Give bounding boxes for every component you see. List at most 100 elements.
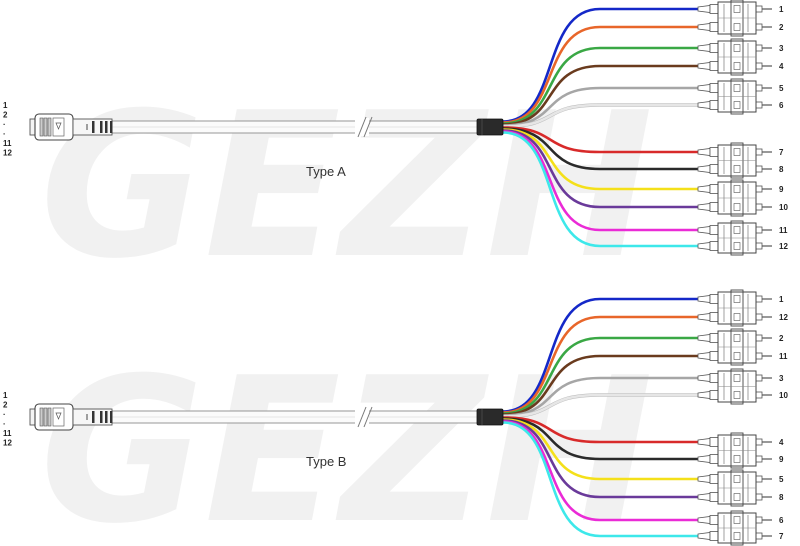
lc-polarity-window (733, 493, 741, 501)
lc-polarity-window (733, 532, 741, 540)
lc-polarity-window (733, 295, 741, 303)
mpo-connector (29, 403, 113, 431)
lc-ferrule-holder (755, 226, 763, 234)
lc-boot-collar (709, 225, 719, 235)
break-mark-left (357, 406, 367, 428)
lc-ferrule-holder (755, 101, 763, 109)
lc-polarity-window (733, 352, 741, 360)
fiber-9 (502, 418, 698, 481)
lc-polarity-window (733, 391, 741, 399)
lc-boot (697, 455, 711, 463)
fiber-6 (502, 393, 698, 418)
lc-polarity-window (733, 101, 741, 109)
fiber-number-label: 11 (779, 352, 788, 361)
fiber-number-label: 7 (779, 532, 784, 541)
mpo-boot-band (100, 121, 103, 133)
fiber-number-label: 6 (779, 101, 784, 110)
fiber-number-label: 8 (779, 165, 784, 174)
lc-boot-collar (709, 294, 719, 304)
fiber-number-label: 12 (779, 313, 788, 322)
fiber-number-label: 9 (779, 455, 784, 464)
lc-ferrule-holder (755, 23, 763, 31)
fiber-11 (502, 130, 698, 232)
lc-ferrule-holder (755, 334, 763, 342)
lc-boot-collar (709, 333, 719, 343)
mpo-grip (43, 407, 48, 427)
lc-polarity-window (733, 165, 741, 173)
mpo-position-label: · (3, 410, 6, 419)
fiber-11 (502, 420, 698, 522)
lc-boot-collar (709, 83, 719, 93)
lc-boot (697, 352, 711, 360)
lc-duplex-connector (697, 0, 772, 37)
lc-boot-collar (709, 437, 719, 447)
lc-boot (697, 165, 711, 173)
lc-ferrule-holder (755, 532, 763, 540)
lc-boot (697, 148, 711, 156)
mpo-position-label: · (3, 130, 6, 139)
lc-polarity-window (733, 185, 741, 193)
fiber-3 (502, 336, 698, 415)
lc-boot-collar (709, 492, 719, 502)
lc-ferrule-holder (755, 5, 763, 13)
lc-boot-collar (709, 43, 719, 53)
lc-connector-group (697, 0, 772, 256)
lc-duplex-connector (697, 328, 772, 366)
mpo-position-label: 11 (3, 139, 12, 148)
mpo-position-label: 1 (3, 391, 8, 400)
lc-boot-collar (709, 22, 719, 32)
lc-boot-collar (709, 312, 719, 322)
lc-boot (697, 185, 711, 193)
fiber-group (502, 297, 698, 538)
lc-boot (697, 334, 711, 342)
lc-boot (697, 532, 711, 540)
lc-boot-collar (709, 515, 719, 525)
lc-duplex-connector (697, 38, 772, 76)
fiber-4 (502, 64, 698, 126)
break-mark-right (363, 116, 373, 138)
mpo-position-label: · (3, 420, 6, 429)
break-mark-right (363, 406, 373, 428)
watermark-bottom: GEZH (40, 335, 653, 546)
lc-polarity-window (733, 84, 741, 92)
fiber-6 (502, 103, 698, 128)
mpo-boot-band (92, 411, 95, 423)
lc-boot-collar (709, 531, 719, 541)
type-label: Type B (306, 454, 346, 469)
mpo-position-label: · (3, 120, 6, 129)
mpo-ferrule (29, 408, 36, 426)
lc-ferrule-holder (755, 165, 763, 173)
mpo-boot-band (92, 121, 95, 133)
lc-boot (697, 391, 711, 399)
lc-boot-collar (709, 61, 719, 71)
fiber-group (502, 7, 698, 248)
mpo-position-label: 2 (3, 111, 8, 120)
fiber-7 (502, 126, 698, 154)
lc-boot-collar (709, 100, 719, 110)
lc-ferrule-holder (755, 185, 763, 193)
fiber-12 (502, 131, 698, 248)
lc-boot (697, 62, 711, 70)
lc-connector-group (697, 289, 772, 546)
fanout-boot (476, 408, 504, 426)
lc-boot-collar (709, 454, 719, 464)
fiber-number-label: 6 (779, 516, 784, 525)
fiber-number-label: 5 (779, 475, 784, 484)
lc-polarity-window (733, 242, 741, 250)
trunk-cable (111, 116, 504, 138)
fiber-5 (502, 376, 698, 417)
lc-ferrule-holder (755, 242, 763, 250)
mpo-position-label: 11 (3, 429, 12, 438)
lc-boot (697, 493, 711, 501)
lc-duplex-connector (697, 220, 772, 256)
mpo-ferrule (29, 118, 36, 136)
trunk-cable (111, 406, 504, 428)
lc-duplex-connector (697, 469, 772, 507)
lc-boot (697, 84, 711, 92)
lc-boot-collar (709, 373, 719, 383)
lc-boot (697, 101, 711, 109)
fiber-7 (502, 416, 698, 444)
